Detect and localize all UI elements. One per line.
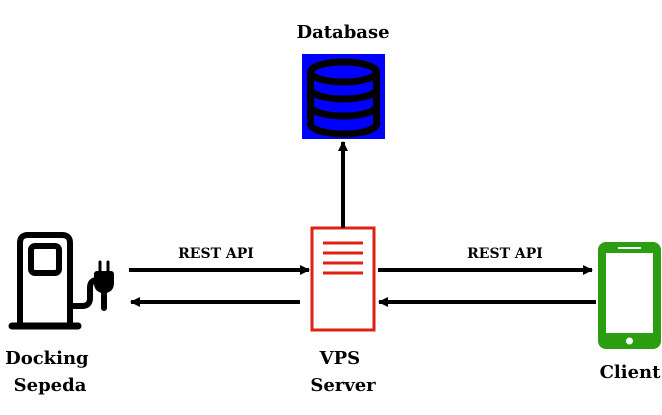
- edges: [129, 141, 596, 307]
- docking-node: Docking Sepeda: [5, 232, 114, 396]
- database-node: Database: [296, 22, 390, 139]
- smartphone-icon: [598, 242, 661, 349]
- docking-label: Docking Sepeda: [5, 348, 95, 396]
- docking-label-line2: Sepeda: [14, 375, 87, 396]
- charging-station-icon: [8, 232, 114, 330]
- server-label-line2: Server: [310, 375, 376, 396]
- edge-label-server-client: REST API: [467, 246, 543, 262]
- client-node: Client: [598, 242, 661, 383]
- server-label-line1: VPS: [319, 348, 361, 369]
- server-node: VPS Server: [310, 226, 376, 396]
- database-label: Database: [296, 22, 389, 43]
- server-icon: [310, 226, 376, 332]
- edge-label-docking-server: REST API: [178, 246, 254, 262]
- server-label: VPS Server: [310, 348, 376, 396]
- database-icon: [302, 54, 385, 139]
- docking-label-line1: Docking: [5, 348, 89, 369]
- client-label: Client: [600, 362, 662, 383]
